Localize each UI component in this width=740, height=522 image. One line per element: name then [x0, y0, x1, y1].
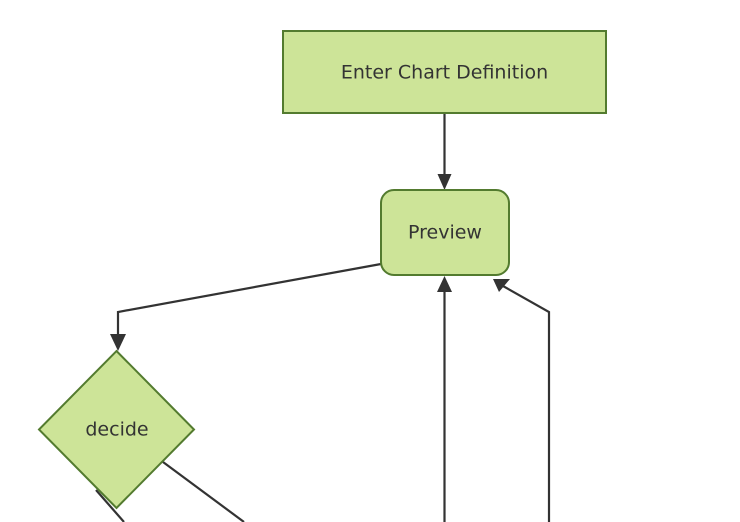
edge-decide-down-left[interactable] [95, 489, 125, 522]
node-preview-label: Preview [408, 222, 482, 244]
node-preview[interactable]: Preview [380, 189, 510, 276]
node-decide-label: decide [85, 419, 148, 441]
edge-preview-to-decide[interactable] [110, 262, 382, 351]
node-decide-shape [37, 349, 196, 510]
edge-right-to-preview[interactable] [493, 279, 551, 522]
arrowhead-icon [437, 276, 452, 292]
node-decide[interactable]: decide [37, 349, 196, 510]
arrowhead-icon [493, 279, 510, 292]
node-enter-chart-definition-label: Enter Chart Definition [341, 62, 548, 84]
edge-center-to-preview[interactable] [437, 276, 452, 522]
edge-decide-down-right[interactable] [162, 461, 245, 522]
node-layer: Enter Chart Definition Preview decide [37, 30, 607, 510]
node-enter-chart-definition[interactable]: Enter Chart Definition [282, 30, 607, 114]
node-preview-shape [380, 189, 510, 276]
arrowhead-icon [110, 334, 126, 351]
edge-layer [95, 113, 551, 522]
arrowhead-icon [437, 174, 452, 190]
edge-enter-to-preview[interactable] [437, 113, 452, 190]
node-enter-chart-definition-shape [282, 30, 607, 114]
